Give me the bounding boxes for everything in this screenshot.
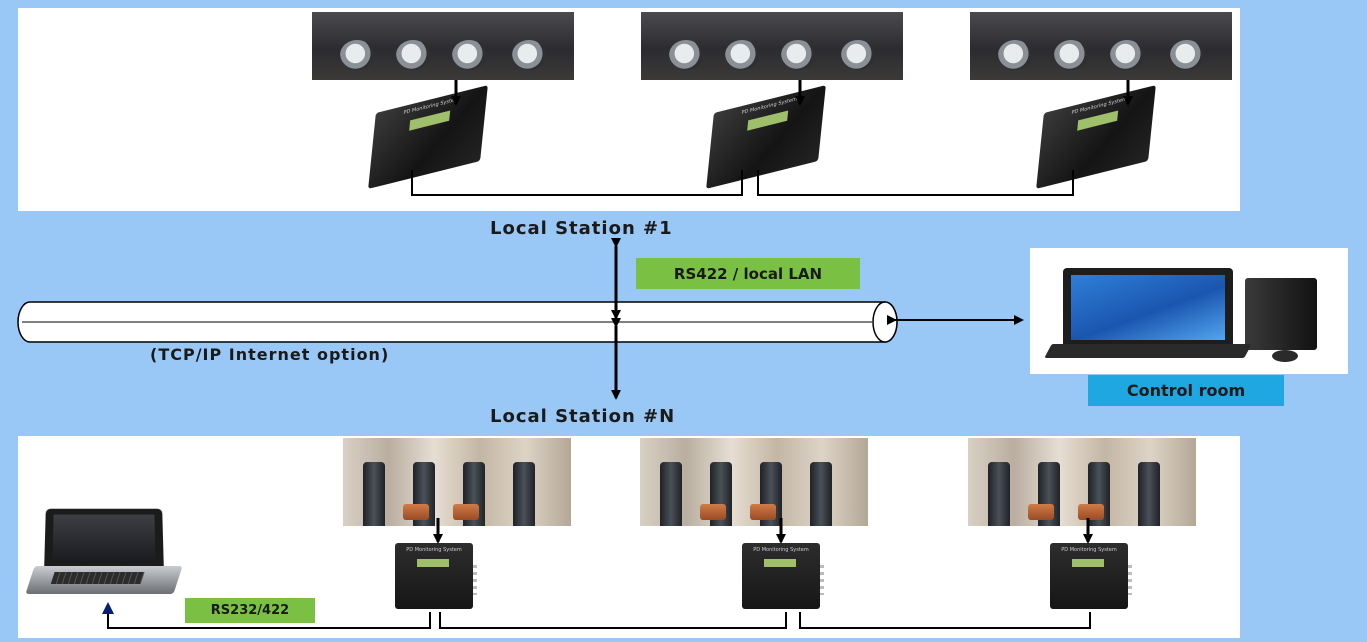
station-1-label: Local Station #1: [490, 218, 673, 239]
cable-termination-photo: [343, 438, 571, 526]
rs422-tag: RS422 / local LAN: [636, 258, 860, 289]
control-room-tag: Control room: [1088, 375, 1284, 406]
cable-termination-photo: [640, 438, 868, 526]
pd-monitoring-unit: PD Monitoring System: [742, 543, 824, 609]
bus-label: (TCP/IP Internet option): [150, 345, 390, 364]
device-label: PD Monitoring System: [406, 547, 462, 553]
switchgear-photo: [312, 12, 574, 80]
wire: [439, 612, 787, 629]
bus-end: [872, 301, 898, 343]
device-label: PD Monitoring System: [1061, 547, 1117, 553]
pd-monitoring-unit: PD Monitoring System: [395, 543, 477, 609]
pd-monitoring-unit: PD Monitoring System: [1050, 543, 1132, 609]
wire-to-laptop: [102, 602, 431, 629]
monitor-icon: [1063, 268, 1233, 350]
wire: [411, 170, 743, 196]
computer-tower-icon: [1245, 278, 1317, 350]
mouse-icon: [1272, 350, 1298, 362]
wire: [757, 170, 1074, 196]
cable-termination-photo: [968, 438, 1196, 526]
station-n-label: Local Station #N: [490, 406, 676, 427]
device-label: PD Monitoring System: [753, 547, 809, 553]
wire: [799, 612, 1091, 629]
switchgear-photo: [641, 12, 903, 80]
rs232-tag: RS232/422: [185, 598, 315, 623]
switchgear-photo: [970, 12, 1232, 80]
